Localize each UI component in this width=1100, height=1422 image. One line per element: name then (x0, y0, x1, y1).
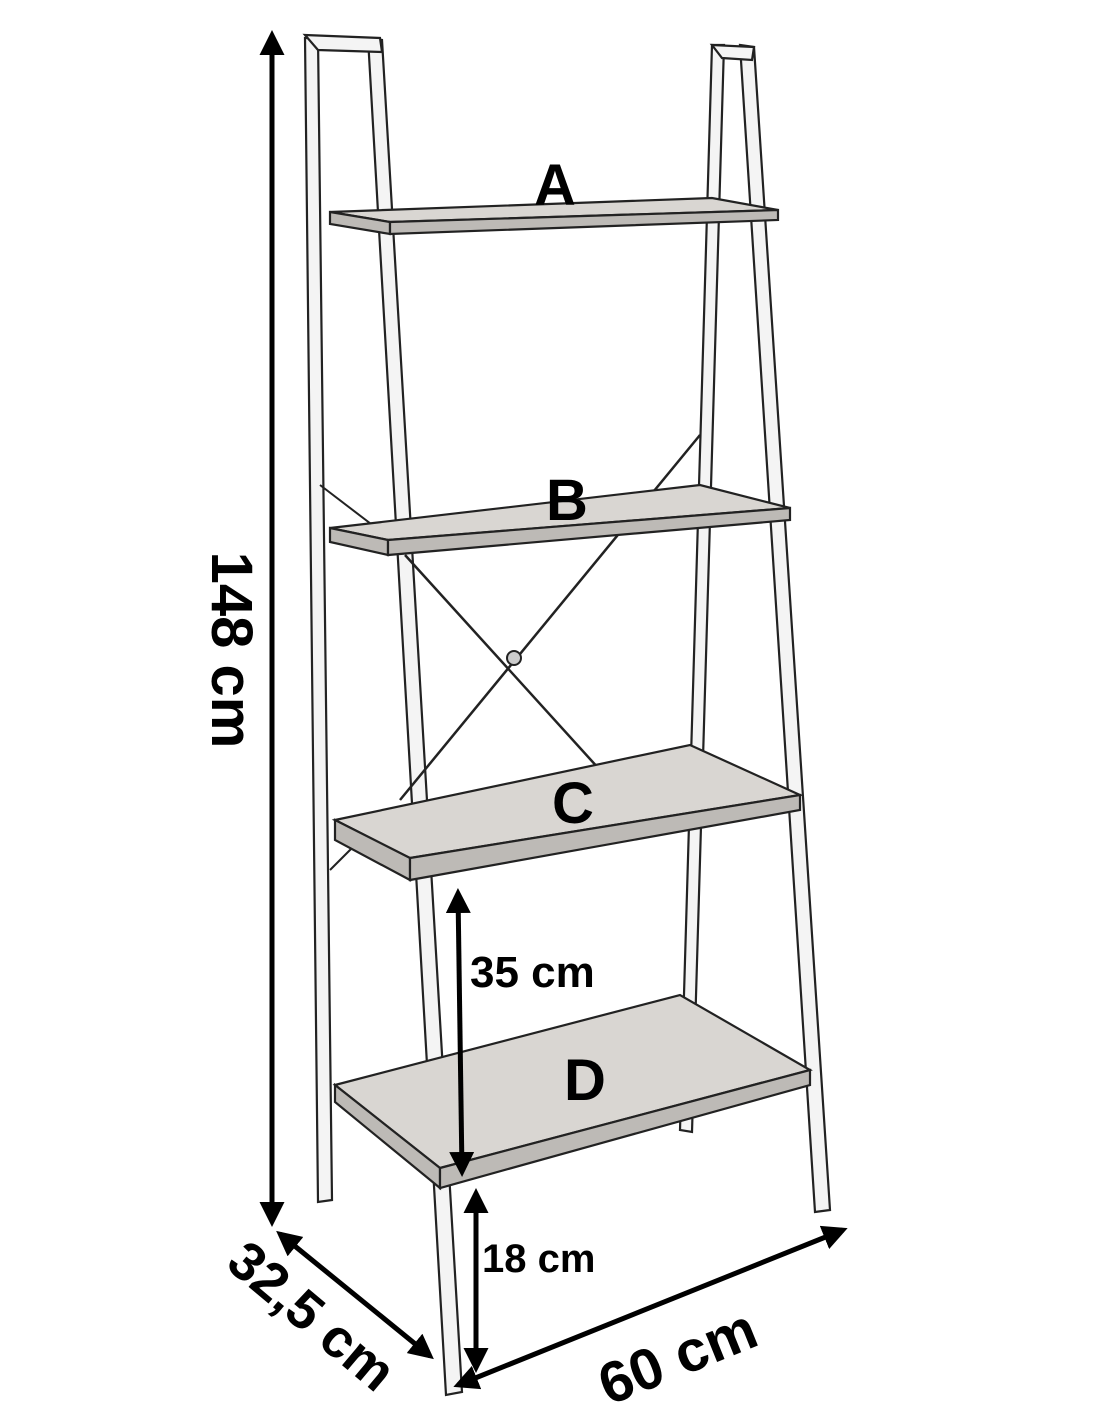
shelf-label-a: A (534, 153, 576, 218)
shelf-b (328, 483, 792, 557)
width-label: 60 cm (589, 1296, 766, 1418)
shelf-label-d: D (564, 1048, 606, 1113)
floor-clearance-label: 18 cm (482, 1237, 595, 1281)
front-left-leg (366, 36, 464, 1397)
brace-joint (506, 650, 522, 666)
shelf-a (328, 196, 780, 236)
top-right-bracket (709, 43, 756, 62)
shelf-spacing-arrow (445, 888, 475, 1177)
frame (302, 33, 832, 1397)
back-left-leg (303, 36, 334, 1204)
height-label: 148 cm (199, 552, 264, 749)
cross-brace (404, 554, 601, 771)
shelf-spacing-label: 35 cm (470, 948, 595, 997)
shelf-label-b: B (546, 468, 588, 533)
shelf-c (331, 743, 804, 882)
depth-dimension-arrow (276, 1230, 434, 1360)
top-left-bracket (302, 33, 384, 54)
shelf-label-c: C (552, 771, 594, 836)
width-dimension-arrow (453, 1225, 848, 1390)
